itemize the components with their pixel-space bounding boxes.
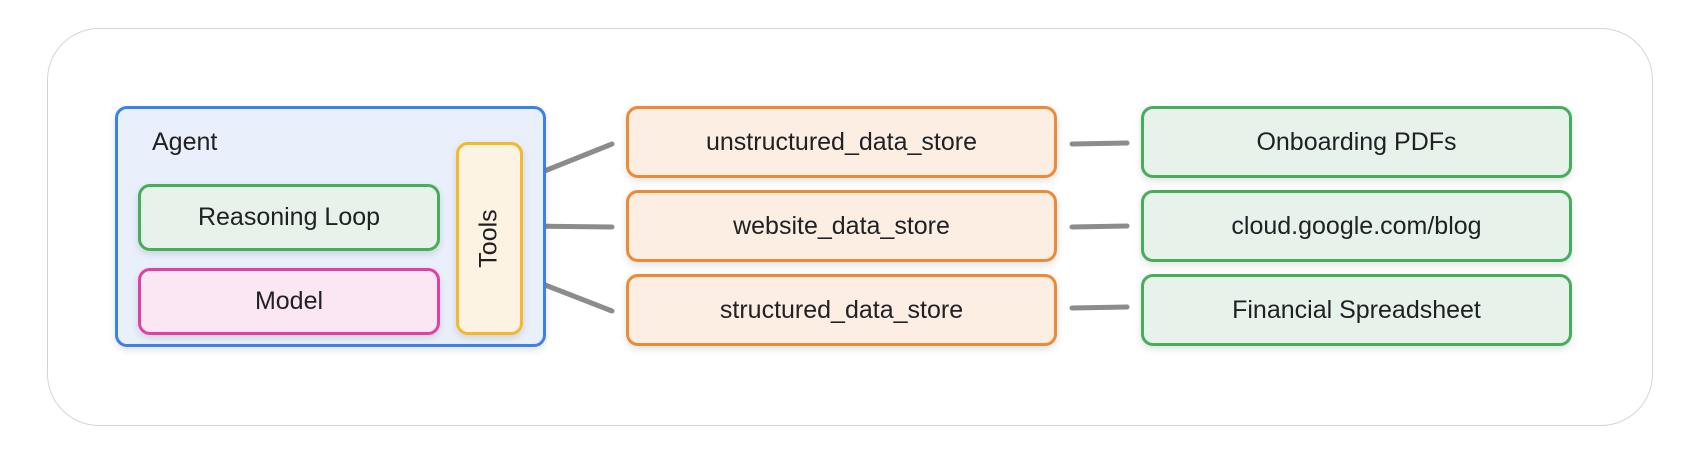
onboarding-pdfs-box: Onboarding PDFs [1141, 106, 1572, 178]
website-data-store-label: website_data_store [733, 211, 950, 240]
tools-box: Tools [456, 142, 523, 335]
model-label: Model [254, 287, 324, 315]
cloud-blog-box: cloud.google.com/blog [1141, 190, 1572, 262]
unstructured-data-store-label: unstructured_data_store [705, 127, 977, 156]
cloud-blog-label: cloud.google.com/blog [1231, 211, 1482, 240]
tools-label: Tools [475, 209, 503, 268]
financial-spreadsheet-label: Financial Spreadsheet [1232, 295, 1481, 324]
agent-label: Agent [152, 128, 218, 156]
website-data-store-box: website_data_store [626, 190, 1057, 262]
reasoning-loop-label: Reasoning Loop [197, 203, 381, 231]
onboarding-pdfs-label: Onboarding PDFs [1256, 127, 1457, 156]
structured-data-store-label: structured_data_store [719, 295, 964, 324]
model-box: Model [138, 268, 440, 335]
financial-spreadsheet-box: Financial Spreadsheet [1141, 274, 1572, 346]
unstructured-data-store-box: unstructured_data_store [626, 106, 1057, 178]
reasoning-loop-box: Reasoning Loop [138, 184, 440, 251]
structured-data-store-box: structured_data_store [626, 274, 1057, 346]
